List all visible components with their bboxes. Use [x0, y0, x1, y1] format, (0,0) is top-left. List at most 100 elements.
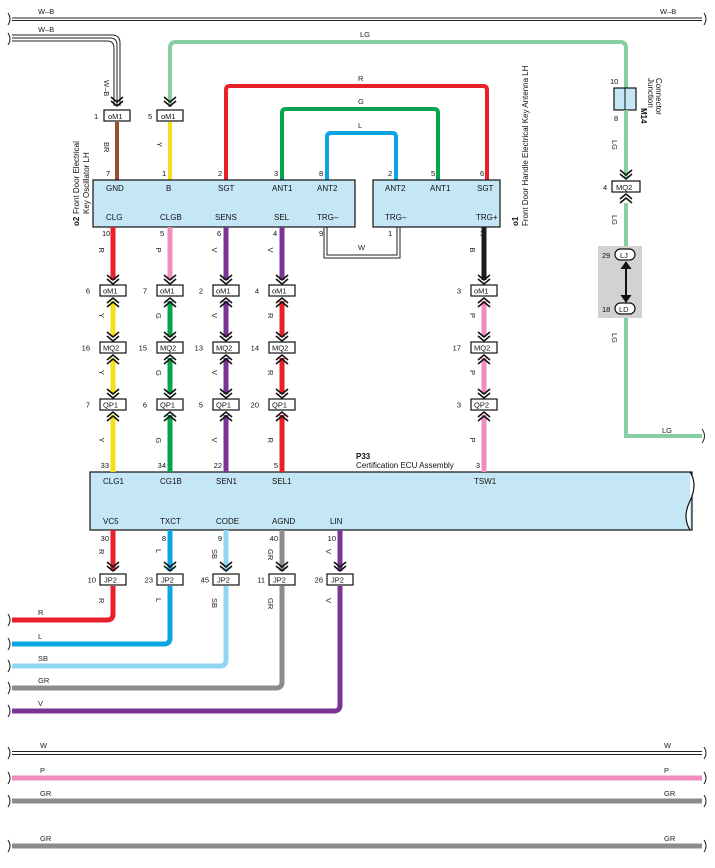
wire-color-label: G: [154, 438, 163, 444]
connector-pin: 5: [199, 401, 203, 410]
key-antenna-box: o1 Front Door Handle Electrical Key Ante…: [372, 65, 530, 238]
pin-number: 9: [319, 229, 323, 238]
junction-name-1: Junction: [646, 78, 655, 108]
oscillator-id: o2: [72, 216, 81, 226]
wire-color-label: R: [97, 248, 106, 254]
pin-number: 5: [431, 169, 435, 178]
connector-pin: 7: [143, 287, 147, 296]
connector-box: [212, 284, 240, 297]
pin-label: ANT2: [317, 184, 338, 193]
pin-label: SEL: [274, 213, 290, 222]
ecu-pin-label: SEN1: [216, 477, 237, 486]
connector-box: [99, 341, 127, 354]
connector-box: [470, 284, 498, 297]
wire-color-label: P: [468, 313, 477, 318]
wire-color-label: L: [154, 549, 163, 553]
signal-columns: RYYYoM16MQ216QP1733CLG1PGGGoM17MQ215QP16…: [82, 227, 498, 486]
connector-pin: 14: [251, 344, 259, 353]
connector-label: JP2: [217, 576, 230, 585]
pin-number: 1: [388, 229, 392, 238]
ecu-body: [89, 471, 693, 531]
break-mark: [7, 794, 11, 808]
break-mark: [7, 613, 11, 627]
connector-label: oM1: [272, 287, 287, 296]
key-oscillator-box: o2 Front Door Electrical Key Oscillator …: [72, 141, 356, 238]
pin-number: 8: [319, 169, 323, 178]
mq2-label: MQ2: [616, 183, 632, 192]
ecu-id: P33: [356, 452, 371, 461]
ld-pin: 18: [602, 305, 610, 314]
wire-color-label: R: [97, 549, 106, 555]
connector-pin: 26: [315, 576, 323, 585]
wire-color-label: V: [210, 313, 219, 318]
lj-label: LJ: [620, 251, 628, 260]
connector-pin: 3: [457, 401, 461, 410]
ecu-pin-number: 33: [101, 461, 109, 470]
wire-color-label: P: [468, 438, 477, 443]
connector-box: [212, 398, 240, 411]
wire-color-label: V: [324, 549, 333, 554]
junction-name-2: Connector: [654, 78, 663, 115]
pin-number: 6: [217, 229, 221, 238]
lg-top-label: LG: [360, 30, 370, 39]
connector-box: [470, 398, 498, 411]
connector-box: [156, 398, 184, 411]
ecu-bottom-pin: 8: [162, 534, 166, 543]
pin-label: B: [166, 184, 171, 193]
connector-pin: 20: [251, 401, 259, 410]
connector-pin: 10: [88, 576, 96, 585]
break-mark: [703, 746, 707, 760]
pin-label: TRG–: [385, 213, 407, 222]
connector-pin: 7: [86, 401, 90, 410]
pin-label: GND: [106, 184, 124, 193]
br-wire-label: BR: [102, 142, 111, 153]
pin-number: 4: [273, 229, 277, 238]
connector-label: MQ2: [474, 344, 490, 353]
connector-label: MQ2: [216, 344, 232, 353]
ld-oval: [614, 302, 636, 315]
break-mark: [703, 794, 707, 808]
connector-label: oM1: [161, 112, 176, 121]
wire-color-label: R: [266, 370, 275, 376]
pin-number: 3: [274, 169, 278, 178]
connector-label: oM1: [103, 287, 118, 296]
break-mark: [7, 746, 11, 760]
pin-number: 1: [162, 169, 166, 178]
break-mark: [7, 771, 11, 785]
break-mark: [7, 839, 11, 853]
connector-label: MQ2: [103, 344, 119, 353]
lg-wire-label-out: LG: [662, 426, 672, 435]
ecu-bottom-label: AGND: [272, 517, 295, 526]
wire-color-label: L: [38, 632, 42, 641]
pin-number: 10: [102, 229, 110, 238]
lg-wire-label-c: LG: [610, 333, 619, 343]
pin-label: TRG+: [476, 213, 498, 222]
bus-label-left: W: [40, 741, 48, 750]
wire-color-label: V: [210, 438, 219, 443]
top-bus: W–B W–B W–B W–B: [7, 7, 707, 106]
wire-color-label: SB: [38, 654, 48, 663]
wire-color-label: V: [324, 598, 333, 603]
wire-color-label: SB: [210, 598, 219, 608]
output-wire: [12, 586, 229, 669]
wire-color-label: P: [154, 248, 163, 253]
connector-pin: 2: [199, 287, 203, 296]
osc-top-connectors: oM1 1 BR oM1 5 Y: [94, 96, 184, 180]
lj-oval: [614, 248, 636, 261]
lg-wire-out: [624, 318, 702, 438]
lg-wire-label-b: LG: [610, 215, 619, 225]
wire-color-label: V: [210, 370, 219, 375]
connector-label: QP1: [160, 401, 175, 410]
bus-label-left: P: [40, 766, 45, 775]
connector-box: [99, 573, 127, 586]
connector-label: JP2: [104, 576, 117, 585]
bus-label-right: GR: [664, 789, 676, 798]
ecu-bottom-label: TXCT: [160, 517, 181, 526]
l-loop-wire: [325, 131, 398, 180]
break-mark: [7, 681, 11, 695]
pin-label: SENS: [215, 213, 237, 222]
chevron-up-icon: [619, 193, 633, 204]
ecu-pin-label: CG1B: [160, 477, 182, 486]
connector-label: QP2: [474, 401, 489, 410]
